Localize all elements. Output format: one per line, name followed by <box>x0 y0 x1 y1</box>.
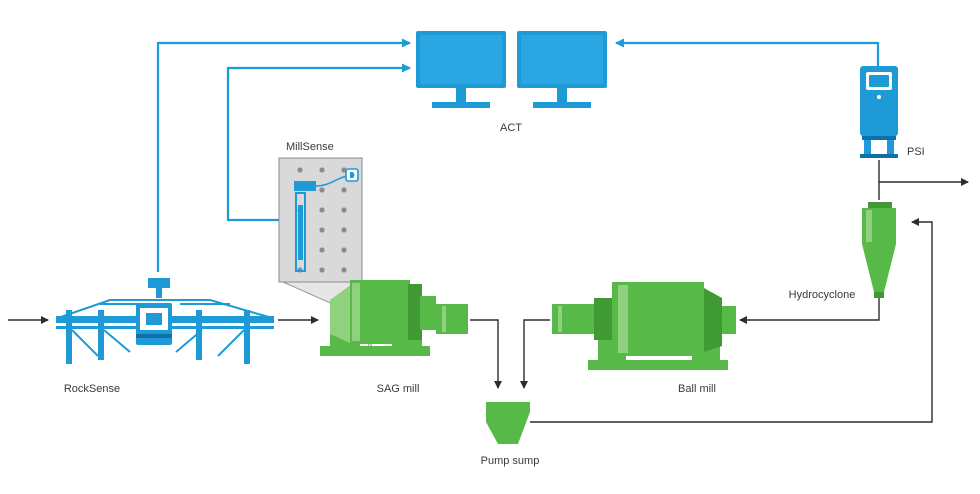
rocksense-label: RockSense <box>64 383 120 395</box>
psi-to-act-signal <box>615 38 880 66</box>
act-label: ACT <box>500 122 522 134</box>
sag-mill <box>320 280 468 356</box>
sag-to-sump-line <box>470 319 502 389</box>
hydrocyclone <box>862 202 896 298</box>
millsense-label: MillSense <box>286 141 334 153</box>
flow-lines <box>8 160 969 423</box>
signal-lines <box>156 38 880 272</box>
cyclone-overflow-line <box>878 178 969 200</box>
sump-to-cyclone-line <box>530 218 933 423</box>
rocksense-conveyor <box>56 278 274 364</box>
pump-sump-label: Pump sump <box>481 455 540 467</box>
act-monitors <box>416 31 607 108</box>
rocksense-to-act-signal <box>156 38 411 272</box>
sag-mill-label: SAG mill <box>377 383 420 395</box>
monitor-icon-left <box>416 31 506 108</box>
pump-sump <box>486 402 530 444</box>
hydrocyclone-label: Hydrocyclone <box>789 289 856 301</box>
ball-mill-label: Ball mill <box>678 383 716 395</box>
psi-label: PSI <box>907 146 925 158</box>
psi-analyzer <box>860 66 898 158</box>
millsense-to-act-signal <box>226 63 411 222</box>
cyclone-underflow-line <box>739 298 880 324</box>
monitor-icon-right <box>517 31 607 108</box>
labels: ACT PSI MillSense RockSense SAG mill Bal… <box>64 122 925 467</box>
ballmill-to-sump-line <box>520 319 550 389</box>
ball-mill <box>552 282 736 370</box>
